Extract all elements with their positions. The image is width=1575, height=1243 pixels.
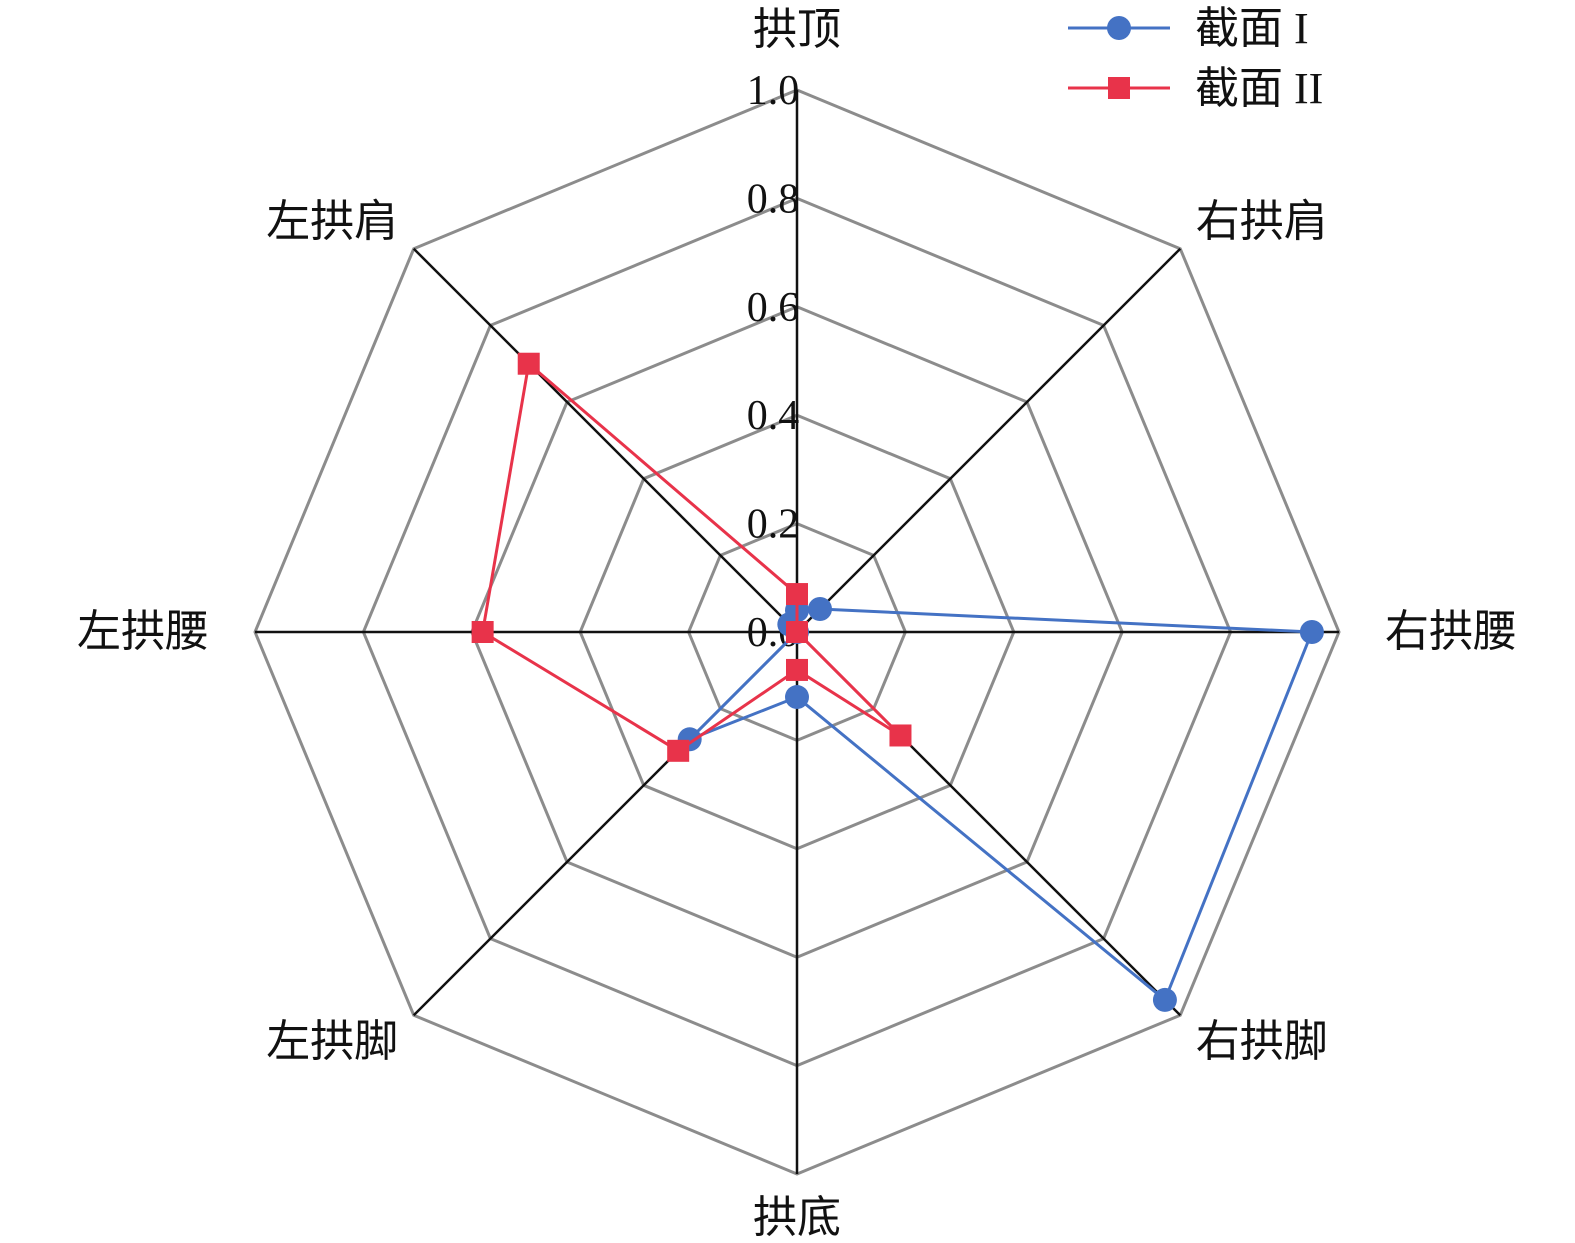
spoke-line xyxy=(412,247,798,633)
spoke-line xyxy=(796,247,1182,633)
category-label: 右拱腰 xyxy=(1385,607,1517,656)
radial-tick-label: 0.6 xyxy=(747,285,800,331)
legend-item: 截面 II xyxy=(1068,64,1323,113)
data-point xyxy=(889,724,912,747)
legend-label: 截面 I xyxy=(1195,4,1309,53)
legend-item: 截面 I xyxy=(1068,4,1309,53)
data-point xyxy=(1299,620,1324,644)
category-label: 左拱腰 xyxy=(77,607,209,656)
radial-tick-label: 1.0 xyxy=(747,68,800,114)
series-group xyxy=(471,352,912,762)
category-label: 右拱脚 xyxy=(1196,1017,1328,1066)
data-point xyxy=(471,621,494,643)
legend: 截面 I 截面 II xyxy=(1068,4,1323,113)
radial-tick-label: 0.8 xyxy=(747,176,800,222)
data-point xyxy=(517,352,540,375)
category-label: 左拱肩 xyxy=(266,197,398,246)
series-line xyxy=(480,360,902,753)
series-layer xyxy=(471,352,1324,1012)
data-point xyxy=(786,658,808,681)
data-point xyxy=(786,583,808,606)
data-point xyxy=(786,621,808,643)
series-line xyxy=(688,607,1315,1003)
category-label: 拱顶 xyxy=(753,5,841,54)
category-label: 左拱脚 xyxy=(266,1017,398,1066)
legend-marker xyxy=(1107,16,1131,40)
data-point xyxy=(1152,987,1177,1012)
radial-tick-label: 0.2 xyxy=(747,502,800,548)
radial-tick-label: 0.4 xyxy=(747,393,800,439)
data-point xyxy=(785,685,809,710)
legend-marker xyxy=(1108,77,1130,99)
category-label: 拱底 xyxy=(753,1193,841,1238)
data-point xyxy=(667,739,690,762)
data-point xyxy=(807,597,832,622)
series-group xyxy=(677,597,1324,1012)
legend-label: 截面 II xyxy=(1195,64,1323,113)
category-label: 右拱肩 xyxy=(1196,197,1328,246)
tick-label-layer: 0.00.20.40.60.81.0 xyxy=(747,68,800,656)
